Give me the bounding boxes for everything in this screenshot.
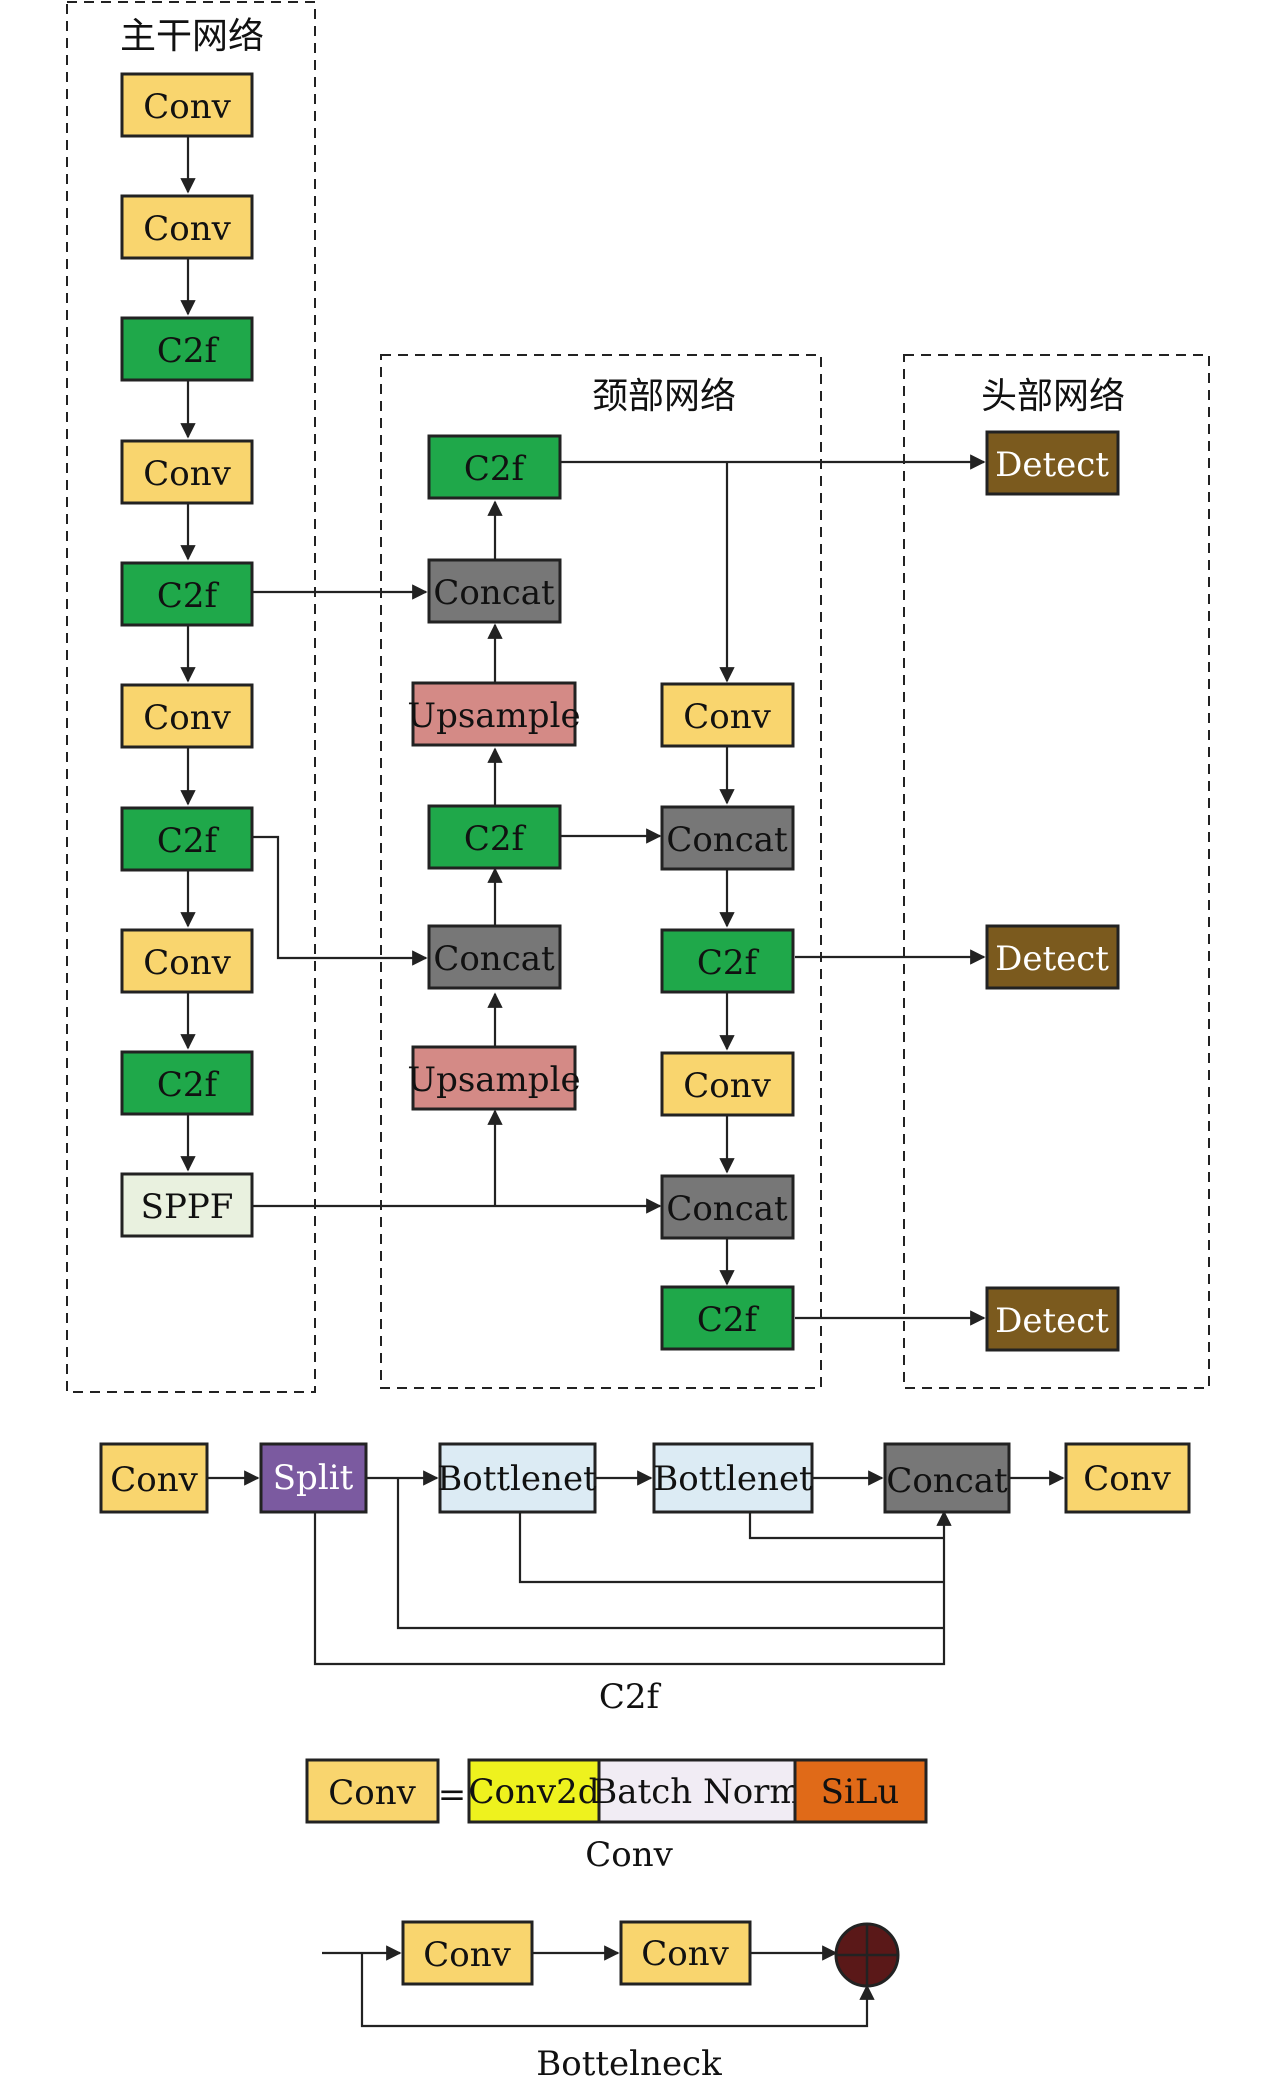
svg-text:Conv: Conv xyxy=(143,209,231,249)
neck-node-conv-right-2: Conv xyxy=(660,1051,795,1117)
neck-node-c2f-top: C2f xyxy=(427,434,562,500)
backbone-group-box xyxy=(66,1,316,1393)
svg-text:SiLu: SiLu xyxy=(821,1772,900,1812)
conv-detail-conv: Conv xyxy=(305,1758,440,1824)
neck-node-c2f-right-1: C2f xyxy=(660,928,795,994)
svg-text:Conv: Conv xyxy=(110,1460,198,1500)
svg-text:Conv: Conv xyxy=(328,1773,416,1813)
head-title: 头部网络 xyxy=(981,376,1125,417)
conv-detail-caption: Conv xyxy=(585,1835,673,1875)
conv-detail-silu: SiLu xyxy=(793,1758,928,1824)
svg-text:Conv: Conv xyxy=(143,454,231,494)
svg-text:C2f: C2f xyxy=(157,1065,220,1105)
svg-text:Conv: Conv xyxy=(423,1935,511,1975)
svg-text:Concat: Concat xyxy=(433,573,555,613)
svg-text:C2f: C2f xyxy=(157,821,220,861)
svg-text:Detect: Detect xyxy=(995,1301,1109,1341)
conv-detail-conv2d: Conv2d xyxy=(467,1758,601,1824)
head-node-detect-1: Detect xyxy=(985,430,1120,496)
svg-text:SPPF: SPPF xyxy=(141,1187,234,1227)
svg-text:Concat: Concat xyxy=(433,939,555,979)
svg-text:Detect: Detect xyxy=(995,445,1109,485)
c2f-detail-conv-in: Conv xyxy=(99,1442,209,1514)
svg-text:Conv: Conv xyxy=(143,943,231,983)
backbone-node-conv-4: Conv xyxy=(120,683,254,749)
backbone-node-c2f-2: C2f xyxy=(120,561,254,627)
svg-text:Conv: Conv xyxy=(683,1066,771,1106)
edges xyxy=(180,136,1065,2028)
svg-text:Upsample: Upsample xyxy=(407,696,580,736)
svg-text:Bottlenet: Bottlenet xyxy=(653,1459,813,1499)
svg-text:C2f: C2f xyxy=(157,576,220,616)
svg-text:C2f: C2f xyxy=(157,331,220,371)
svg-text:Conv2d: Conv2d xyxy=(469,1772,600,1812)
svg-text:Conv: Conv xyxy=(683,697,771,737)
c2f-detail-concat: Concat xyxy=(883,1442,1011,1514)
neck-node-concat-right-1: Concat xyxy=(660,805,795,871)
svg-text:Upsample: Upsample xyxy=(407,1060,580,1100)
svg-text:Batch Norm: Batch Norm xyxy=(592,1772,801,1812)
svg-text:Conv: Conv xyxy=(641,1934,729,1974)
backbone-node-conv-3: Conv xyxy=(120,439,254,505)
neck-node-concat-bottom: Concat xyxy=(427,924,562,990)
svg-text:C2f: C2f xyxy=(697,1300,760,1340)
svg-text:C2f: C2f xyxy=(464,819,527,859)
backbone-title: 主干网络 xyxy=(120,16,264,57)
c2f-detail-bottlenet-2: Bottlenet xyxy=(652,1442,814,1514)
neck-group-box xyxy=(380,354,822,1389)
conv-detail-equals: = xyxy=(438,1775,467,1815)
svg-text:C2f: C2f xyxy=(464,449,527,489)
backbone-node-c2f-1: C2f xyxy=(120,316,254,382)
backbone-node-conv-2: Conv xyxy=(120,194,254,260)
head-node-detect-2: Detect xyxy=(985,924,1120,990)
conv-detail-batch-norm: Batch Norm xyxy=(592,1758,802,1824)
neck-node-concat-right-2: Concat xyxy=(660,1174,795,1240)
svg-text:Split: Split xyxy=(273,1458,354,1498)
svg-text:Concat: Concat xyxy=(886,1461,1008,1501)
bottleneck-detail-conv-1: Conv xyxy=(401,1920,534,1986)
svg-text:Concat: Concat xyxy=(666,820,788,860)
neck-node-c2f-middle: C2f xyxy=(427,804,562,870)
backbone-node-sppf: SPPF xyxy=(120,1172,254,1238)
svg-text:C2f: C2f xyxy=(697,943,760,983)
bottleneck-detail-conv-2: Conv xyxy=(619,1920,752,1986)
bottleneck-detail-sum-node xyxy=(834,1922,900,1988)
svg-text:Conv: Conv xyxy=(143,87,231,127)
head-node-detect-3: Detect xyxy=(985,1286,1120,1352)
backbone-node-c2f-4: C2f xyxy=(120,1050,254,1116)
bottleneck-detail-caption: Bottelneck xyxy=(536,2044,722,2084)
svg-text:Conv: Conv xyxy=(1083,1459,1171,1499)
neck-node-c2f-right-2: C2f xyxy=(660,1285,795,1351)
c2f-detail-bottlenet-1: Bottlenet xyxy=(437,1442,597,1514)
svg-text:Concat: Concat xyxy=(666,1189,788,1229)
svg-text:Detect: Detect xyxy=(995,939,1109,979)
neck-title: 颈部网络 xyxy=(592,376,736,417)
svg-text:Conv: Conv xyxy=(143,698,231,738)
backbone-node-conv-1: Conv xyxy=(120,72,254,138)
backbone-node-conv-5: Conv xyxy=(120,928,254,994)
c2f-detail-caption: C2f xyxy=(599,1677,662,1717)
c2f-detail-split: Split xyxy=(259,1442,368,1514)
neck-node-concat-top: Concat xyxy=(427,558,562,624)
neck-node-upsample-top: Upsample xyxy=(407,681,581,747)
svg-text:Bottlenet: Bottlenet xyxy=(437,1459,597,1499)
neck-node-upsample-bottom: Upsample xyxy=(407,1045,581,1111)
head-group-box xyxy=(903,354,1210,1389)
neck-node-conv-right-1: Conv xyxy=(660,682,795,748)
c2f-detail-conv-out: Conv xyxy=(1064,1442,1191,1514)
backbone-node-c2f-3: C2f xyxy=(120,806,254,872)
